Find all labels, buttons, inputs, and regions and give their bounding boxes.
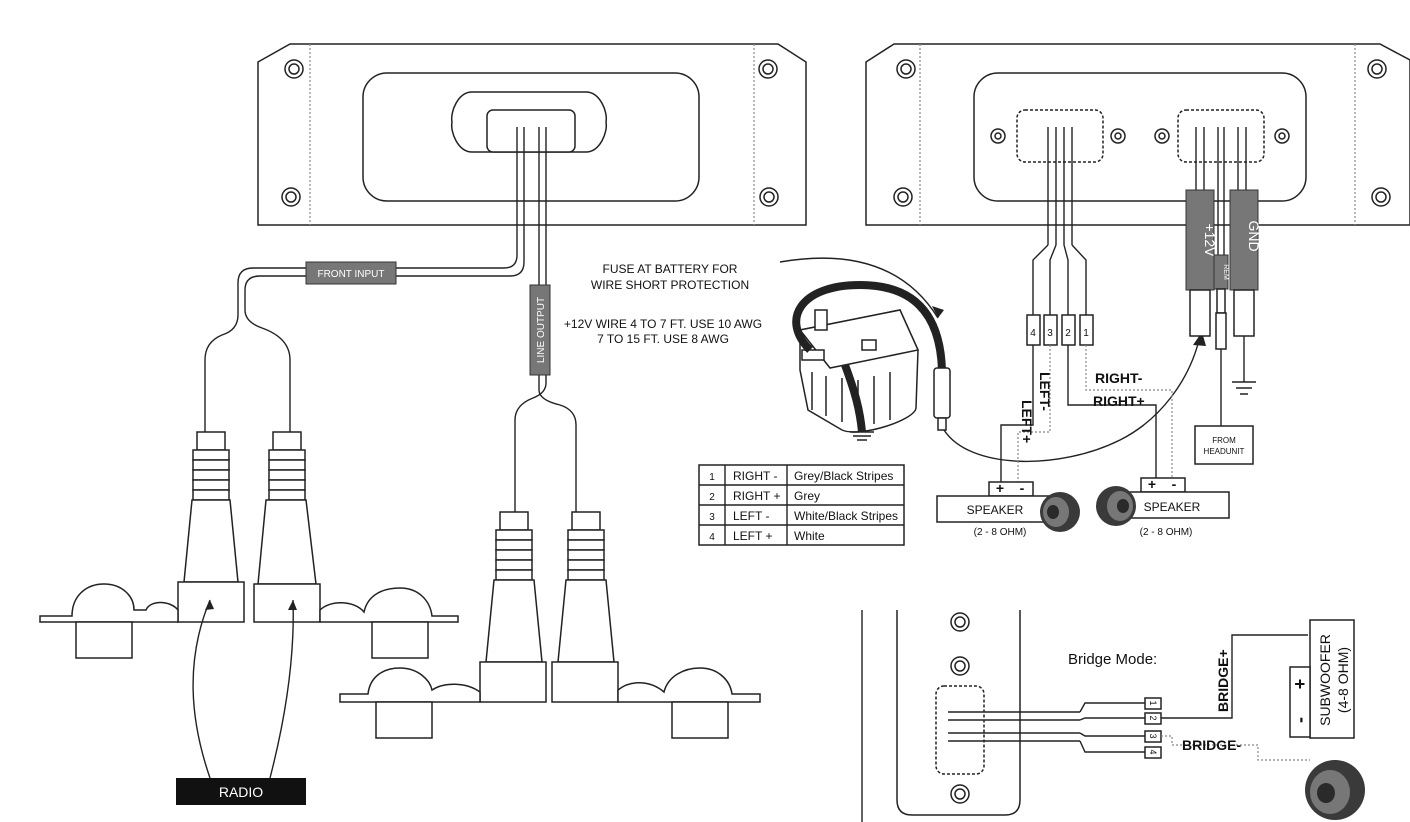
power-leads: +12V GND REM FROM HEADUNIT: [1185, 127, 1262, 465]
terminal-label: 3: [1047, 328, 1053, 339]
screw-icon: [281, 59, 779, 207]
svg-text:-: -: [1020, 480, 1025, 496]
svg-text:+: +: [996, 480, 1004, 496]
left-amplifier: [257, 43, 807, 226]
subwoofer-icon: [1305, 760, 1365, 820]
fuse-icon: [933, 367, 951, 419]
terminal-label: 2: [1065, 328, 1071, 339]
terminal-label: 4: [1030, 328, 1036, 339]
svg-text:LEFT-: LEFT-: [1037, 372, 1053, 411]
line-output-label-box: [529, 284, 551, 376]
terminal-label: 4: [1148, 749, 1158, 754]
fuse-note: FUSE AT BATTERY FOR WIRE SHORT PROTECTIO…: [564, 262, 762, 346]
right-speaker: + - SPEAKER (2 - 8 OHM): [1096, 476, 1230, 538]
input-output-wires: FRONT INPUT LINE OUTPUT: [204, 127, 577, 512]
svg-text:(4-8 OHM): (4-8 OHM): [1335, 647, 1351, 713]
speaker-icon: [1096, 486, 1136, 526]
table-cell: RIGHT -: [733, 469, 777, 483]
curved-arrow: [779, 257, 939, 319]
speaker-label: SPEAKER: [967, 503, 1024, 517]
front-input-label: FRONT INPUT: [317, 269, 384, 280]
svg-text:FUSE AT BATTERY FOR: FUSE AT BATTERY FOR: [603, 262, 738, 276]
table-cell: 2: [709, 492, 715, 503]
left-speaker: + - SPEAKER (2 - 8 OHM): [936, 480, 1080, 538]
headunit-box: [1194, 425, 1254, 465]
battery-icon: [792, 280, 951, 441]
rem-label: REM: [1222, 264, 1229, 280]
terminal-label: 3: [1148, 733, 1158, 738]
terminal-label: 1: [1083, 328, 1089, 339]
power-wire: [943, 335, 1201, 463]
gnd-label: GND: [1246, 220, 1262, 251]
svg-text:-: -: [1172, 476, 1177, 492]
svg-text:LEFT+: LEFT+: [1019, 400, 1035, 443]
speaker-harness: 4 3 2 1 LEFT+ LEFT- RIGHT- RIGHT+: [1000, 127, 1173, 482]
table-cell: Grey: [794, 489, 820, 503]
svg-text:+12V WIRE 4 TO 7 FT. USE 10 AW: +12V WIRE 4 TO 7 FT. USE 10 AWG: [564, 317, 762, 331]
svg-text:HEADUNIT: HEADUNIT: [1204, 447, 1245, 456]
svg-text:+: +: [1148, 476, 1156, 492]
screw-icon: [893, 59, 1391, 207]
speaker-label: SPEAKER: [1144, 500, 1201, 514]
table-cell: 3: [709, 512, 715, 523]
subwoofer-label: SUBWOOFER: [1317, 634, 1333, 726]
subwoofer-box: [1309, 619, 1355, 739]
svg-text:BRIDGE-: BRIDGE-: [1182, 737, 1241, 753]
speaker-icon: [1040, 492, 1080, 532]
bridge-mode-inset: 1 2 3 4 Bridge Mode: BRIDGE+ BRIDGE- SUB…: [861, 610, 1365, 822]
table-cell: 1: [709, 472, 715, 483]
wire-color-table: 1 RIGHT - Grey/Black Stripes 2 RIGHT + G…: [698, 464, 905, 546]
line-output-label: LINE OUTPUT: [536, 297, 547, 363]
terminal-label: 2: [1148, 715, 1158, 720]
table-cell: LEFT +: [733, 529, 772, 543]
table-cell: LEFT -: [733, 509, 769, 523]
plus12v-label: +12V: [1202, 223, 1218, 257]
svg-text:RIGHT+: RIGHT+: [1093, 393, 1145, 409]
table-cell: RIGHT +: [733, 489, 780, 503]
svg-text:(2 - 8 OHM): (2 - 8 OHM): [974, 527, 1027, 538]
right-amplifier: [865, 43, 1410, 226]
rca-connector-icon: [39, 431, 459, 659]
front-input-label-box: [305, 261, 397, 285]
rca-connector-icon: [339, 511, 761, 739]
table-cell: Grey/Black Stripes: [794, 469, 893, 483]
terminal-label: 1: [1148, 700, 1158, 705]
svg-text:(2 - 8 OHM): (2 - 8 OHM): [1140, 527, 1193, 538]
table-cell: 4: [709, 532, 715, 543]
table-cell: White: [794, 529, 825, 543]
bridge-mode-title: Bridge Mode:: [1068, 651, 1157, 668]
svg-text:WIRE SHORT PROTECTION: WIRE SHORT PROTECTION: [591, 278, 749, 292]
table-cell: White/Black Stripes: [794, 509, 898, 523]
svg-text:-: -: [1290, 717, 1310, 723]
svg-text:+: +: [1290, 679, 1310, 690]
svg-text:FROM: FROM: [1212, 436, 1236, 445]
svg-text:7 TO 15 FT. USE 8 AWG: 7 TO 15 FT. USE 8 AWG: [597, 332, 729, 346]
radio-label: RADIO: [219, 784, 263, 800]
radio-callout: RADIO: [176, 599, 306, 805]
svg-text:BRIDGE+: BRIDGE+: [1215, 649, 1231, 712]
svg-text:RIGHT-: RIGHT-: [1095, 370, 1143, 386]
